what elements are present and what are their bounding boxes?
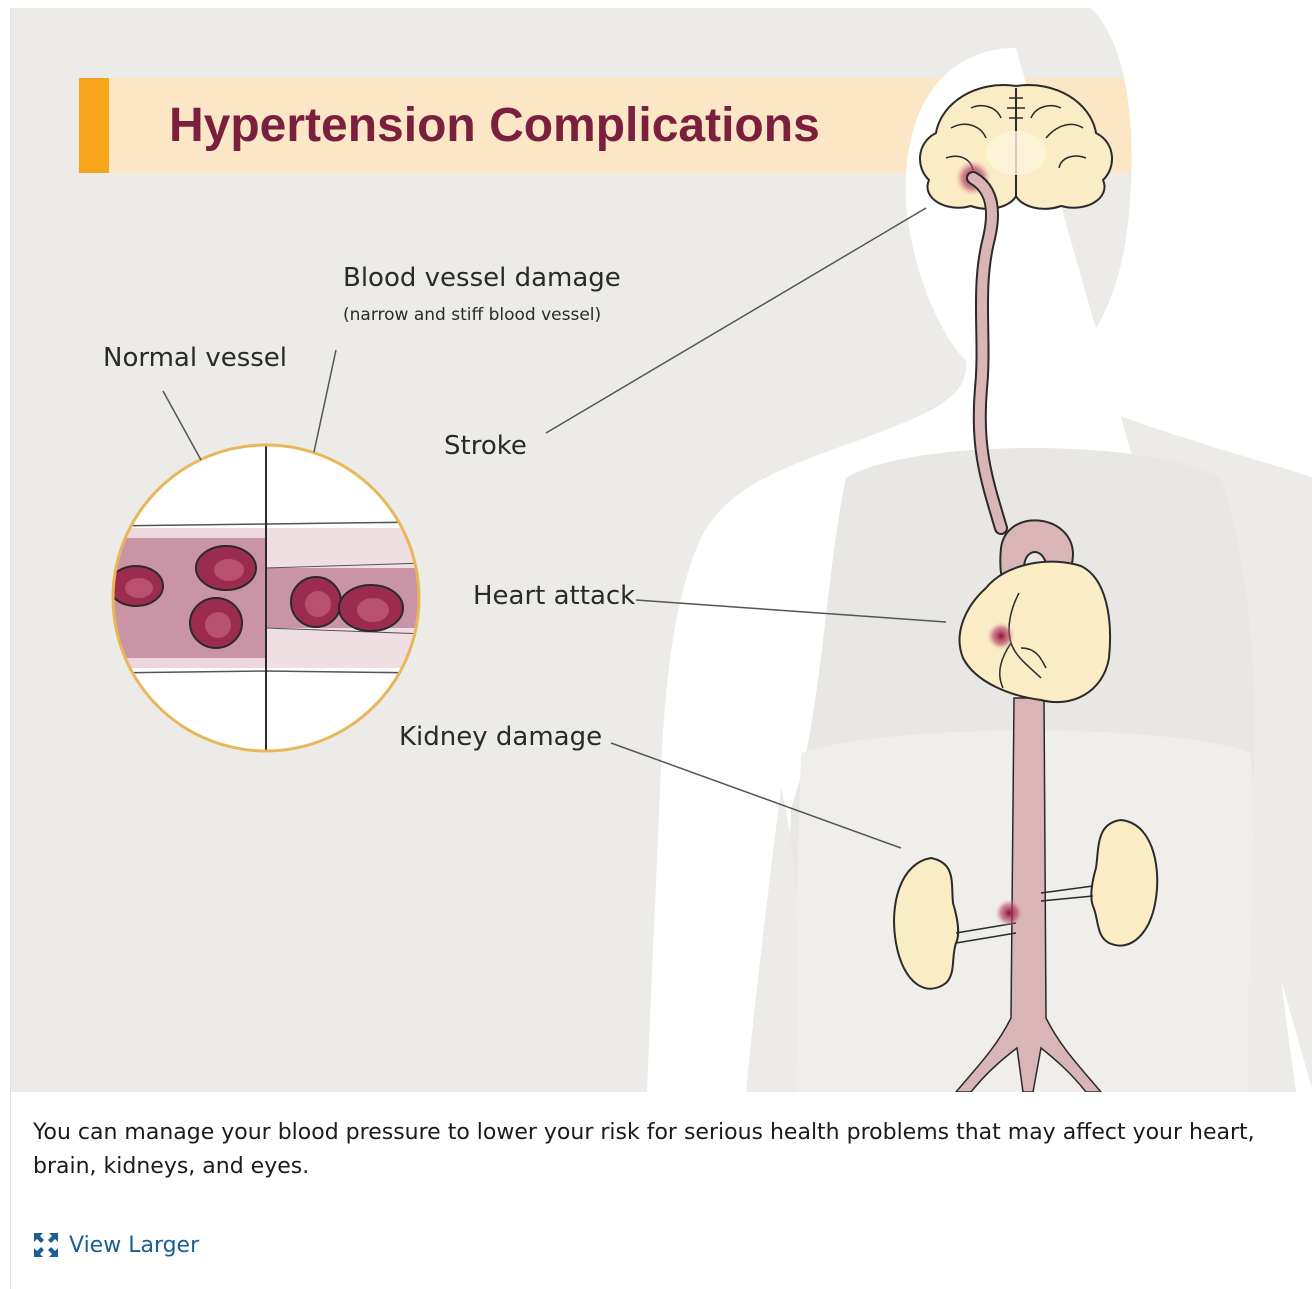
right-kidney — [1091, 820, 1157, 946]
left-kidney — [894, 858, 958, 989]
label-blood-vessel-damage-note: (narrow and stiff blood vessel) — [343, 305, 601, 325]
view-larger-label: View Larger — [69, 1233, 199, 1258]
label-normal-vessel: Normal vessel — [103, 343, 287, 373]
expand-icon — [33, 1232, 59, 1258]
figure-card: Hypertension Complications — [10, 8, 1312, 1289]
label-kidney-damage: Kidney damage — [399, 722, 602, 752]
figure-title: Hypertension Complications — [169, 99, 820, 152]
label-heart-attack: Heart attack — [473, 581, 635, 611]
figure-caption: You can manage your blood pressure to lo… — [33, 1116, 1283, 1184]
view-larger-link[interactable]: View Larger — [33, 1228, 199, 1262]
label-blood-vessel-damage: Blood vessel damage — [343, 263, 621, 293]
title-banner-accent — [79, 78, 109, 173]
label-stroke: Stroke — [444, 431, 527, 461]
hypertension-illustration: Hypertension Complications — [11, 8, 1312, 1092]
